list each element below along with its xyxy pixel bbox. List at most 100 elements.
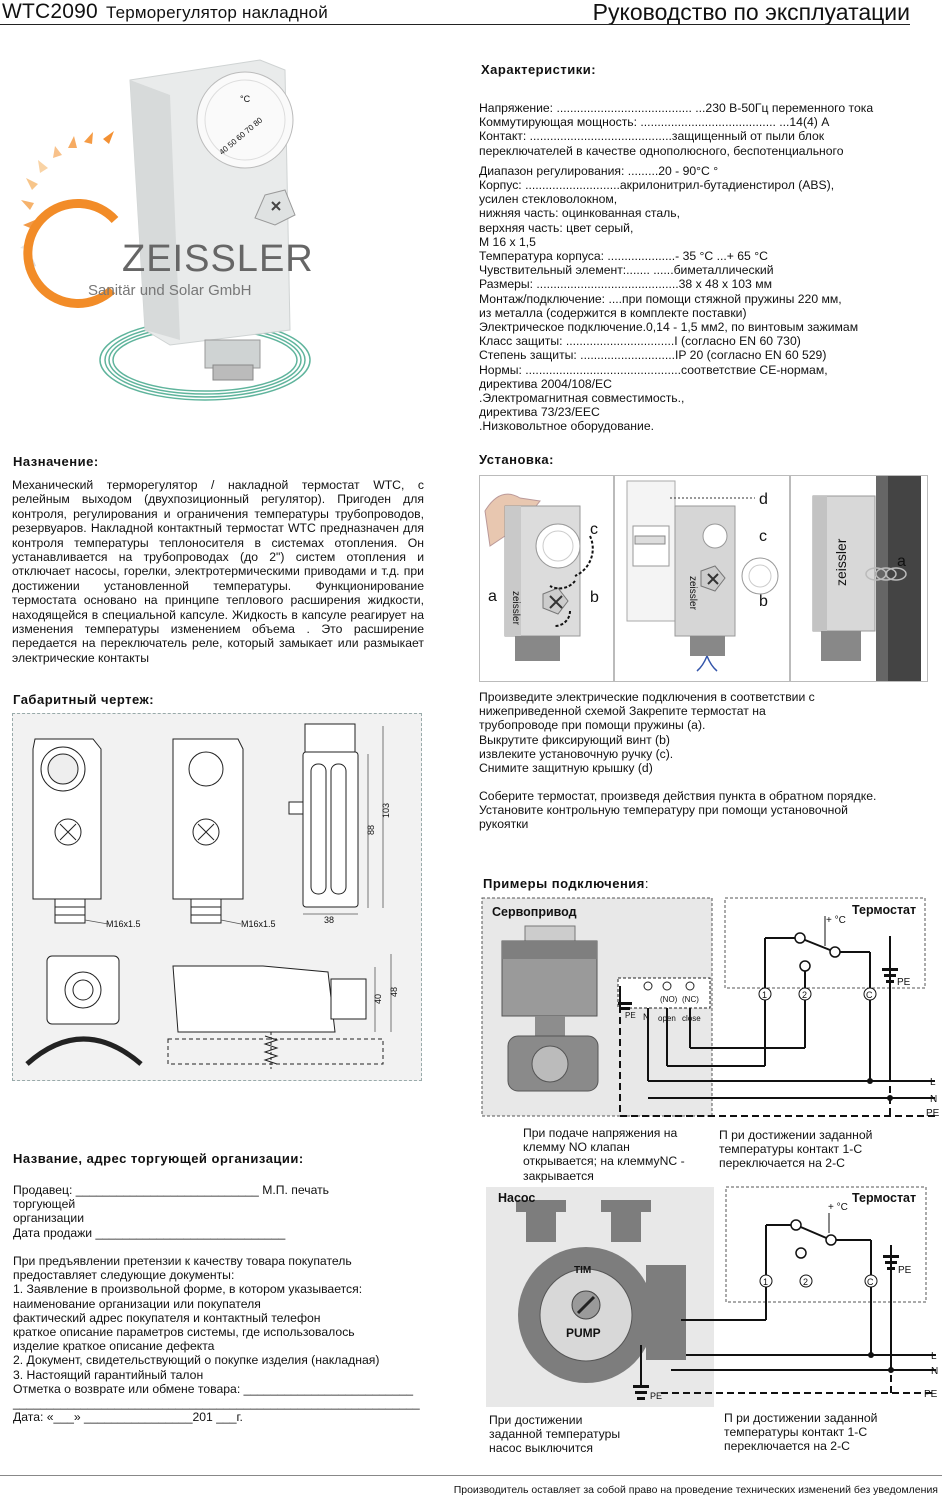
caption-line: открывается; на клеммуNC - [523, 1154, 685, 1169]
manual-title: Руководство по эксплуатации [592, 0, 910, 25]
claim-line: фактический адрес покупателя и контактны… [13, 1310, 321, 1325]
spec-line: Контакт: ...............................… [479, 129, 825, 144]
seller-line: Дата продажи ___________________________… [13, 1225, 286, 1240]
pump-line-l: L [931, 1351, 937, 1362]
pump-pe-label: PE [898, 1265, 912, 1276]
pump-word: PUMP [566, 1326, 601, 1340]
logo-sun-icon [20, 131, 119, 308]
servo-contact-c: C [866, 990, 873, 1000]
label-c: c [590, 521, 598, 538]
pump-temp-label: + °C [828, 1202, 848, 1213]
spec-line: Степень защиты: ........................… [479, 348, 827, 363]
instruction-line: Снимите защитную крышку (d) [479, 761, 653, 776]
brand-name: ZEISSLER [122, 238, 314, 280]
header-divider [0, 24, 910, 25]
claim-line: Отметка о возврате или обмене товара: __… [13, 1381, 414, 1396]
servo-term-nc: (NC) [682, 995, 699, 1004]
spec-line: Размеры: ...............................… [479, 277, 772, 292]
label-a2: a [897, 553, 906, 570]
pump-line-n: N [931, 1366, 938, 1377]
claim-line: При предъявлении претензии к качеству то… [13, 1254, 352, 1268]
caption-line: переключается на 2-С [724, 1439, 850, 1454]
claim-line: 3. Настоящий гарантийный талон [13, 1367, 204, 1382]
spec-line: Напряжение: ............................… [479, 101, 874, 115]
seller-line: организации [13, 1211, 85, 1226]
servo-term-no: (NO) [660, 995, 678, 1004]
dim-40: 40 [373, 994, 383, 1004]
pump-contact-c: C [867, 1277, 874, 1287]
specs-list: Напряжение: ............................… [479, 101, 873, 434]
pump-diagram: Насос Термостат + °C PE TIM PUMP 1 2 C L… [486, 1185, 942, 1413]
claim-line: ________________________________________… [13, 1396, 420, 1411]
spec-line: из металла (содержится в комплекте поста… [479, 305, 747, 320]
pump-thermostat-label: Термостат [852, 1191, 916, 1205]
claim-line: изделие краткое описание дефекта [13, 1339, 215, 1354]
instruction-line: Произведите электрические подключения в … [479, 690, 815, 704]
pump-pe-small: PE [650, 1391, 662, 1401]
installation-step-2: zeissler d c b [614, 475, 790, 682]
device-brand-2: zeissler [687, 576, 698, 611]
instruction-line: Установите контрольную температуру при п… [479, 803, 848, 818]
installation-reassembly: Соберите термостат, произведя действия п… [479, 789, 876, 832]
label-a: a [488, 588, 497, 605]
spec-line: Чувствительный элемент:....... ......бим… [479, 263, 774, 278]
spec-line: Монтаж/подключение: ....при помощи стяжн… [479, 291, 842, 306]
dimensions-title: Габаритный чертеж: [13, 692, 155, 707]
product-photo: °C 40 50 60 70 80 ZEISSLER Sanitär und S… [20, 40, 350, 420]
servo-line-pe: PE [926, 1108, 940, 1119]
pump-title: Насос [498, 1191, 535, 1205]
pump-icon [516, 1200, 686, 1383]
thread-label-1: M16x1.5 [106, 919, 141, 929]
dim-88: 88 [366, 825, 376, 835]
spec-line: .Низковольтное оборудование. [479, 419, 655, 434]
spec-line: Корпус: ............................акри… [479, 178, 835, 193]
spec-line: усилен стекловолокном, [479, 192, 618, 207]
spec-line: М 16 х 1,5 [479, 234, 536, 249]
spec-line: Электрическое подключение.0,14 - 1,5 мм2… [479, 320, 859, 335]
spec-line: Диапазон регулирования: .........20 - 90… [479, 163, 719, 178]
installation-title: Установка: [479, 452, 554, 467]
caption-line: температуры контакт 1-С [724, 1425, 868, 1440]
servo-line-n: N [930, 1094, 937, 1105]
spec-line: верхняя часть: цвет серый, [479, 220, 634, 235]
thermostat-illustration: °C 40 50 60 70 80 [20, 59, 311, 401]
dim-48: 48 [389, 987, 399, 997]
dim-103: 103 [381, 803, 391, 818]
claim-line: 1. Заявление в произвольной форме, в кот… [13, 1282, 363, 1297]
examples-title-text: Примеры подключения [483, 876, 645, 891]
claim-line: наименование организации или покупателя [13, 1296, 261, 1311]
caption-line: температуры контакт 1-С [719, 1142, 863, 1157]
dial-unit: °C [240, 94, 251, 104]
caption-line: П ри достижении заданной [719, 1128, 873, 1142]
dim-38: 38 [324, 915, 334, 925]
servo-pe-term: PE [625, 1011, 636, 1020]
device-brand-1: zeissler [510, 591, 521, 626]
spec-line: .Электромагнитная совместимость., [479, 391, 685, 406]
brand-subtitle: Sanitär und Solar GmbH [88, 282, 252, 299]
servo-term-open: open [658, 1014, 676, 1023]
dimension-drawing: M16x1.5 M16x1.5 103 88 38 40 48 [12, 713, 422, 1081]
caption-line: заданной температуры [489, 1427, 621, 1442]
purpose-paragraph: Механический терморегулятор / накладной … [12, 478, 424, 665]
examples-title: Примеры подключения: [483, 876, 649, 891]
device-brand-3: zeissler [833, 538, 849, 586]
caption-line: клемму NO клапан [523, 1140, 630, 1155]
seller-line: Продавец: ___________________________ М.… [13, 1183, 330, 1197]
pump-contact-1: 1 [763, 1277, 768, 1287]
caption-line: насос выключится [489, 1441, 593, 1456]
purpose-title: Назначение: [13, 454, 99, 469]
caption-line: П ри достижении заданной [724, 1411, 878, 1425]
instruction-line: рукоятки [479, 817, 529, 832]
seller-fields: Продавец: ___________________________ М.… [13, 1183, 329, 1240]
spec-line: Класс защиты: ..........................… [479, 334, 801, 349]
caption-line: При подаче напряжения на [523, 1126, 678, 1140]
instruction-line: трубопроводе при помощи пружины (a). [479, 718, 706, 733]
examples-title-colon: : [644, 876, 650, 891]
spec-line: директива 2004/108/ЕС [479, 376, 612, 391]
claim-line: предоставляет следующие документы: [13, 1268, 235, 1283]
